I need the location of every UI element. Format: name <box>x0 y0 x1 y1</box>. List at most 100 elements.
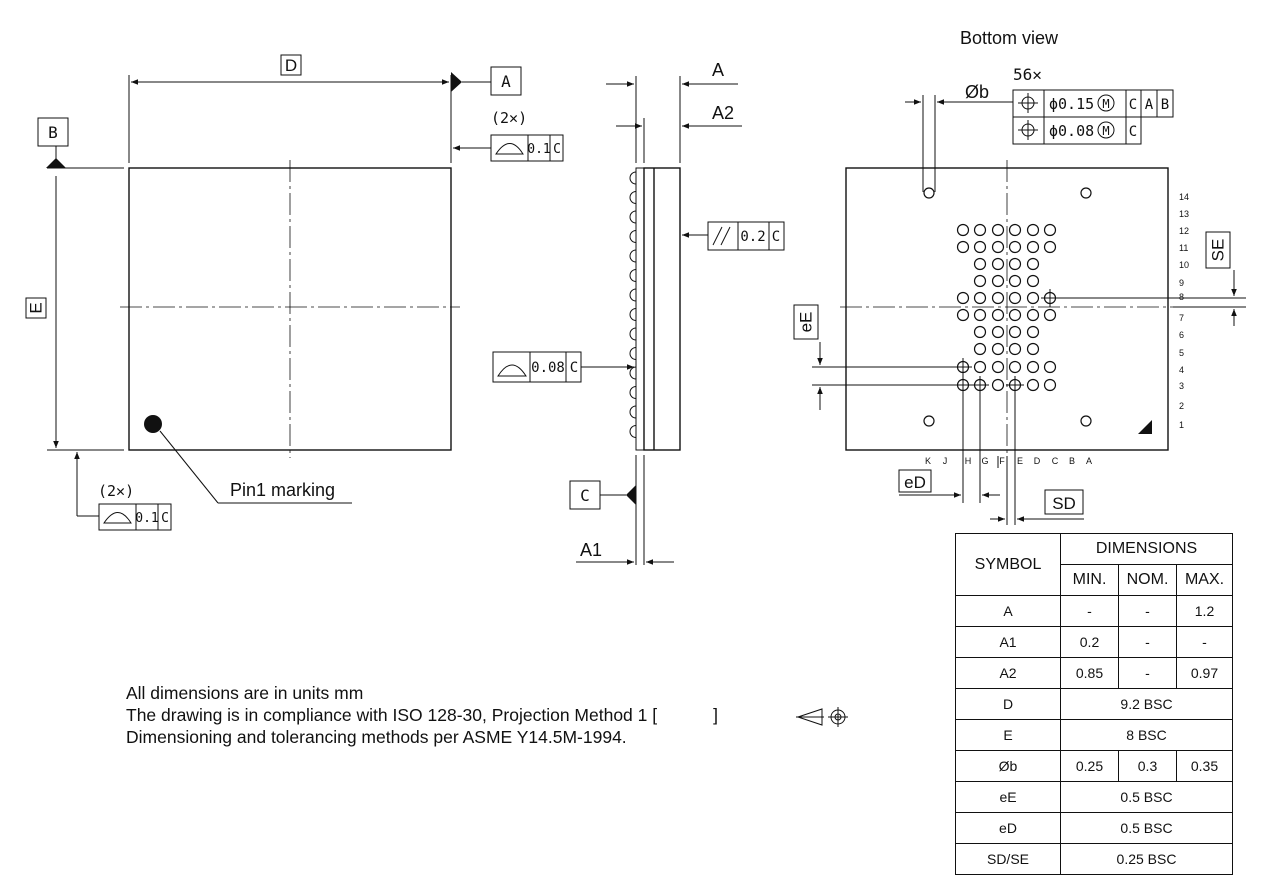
row-label: 1 <box>1179 420 1184 430</box>
ball-pad <box>1026 325 1040 339</box>
ball-dia-label: Øb <box>965 82 989 102</box>
ball-pad <box>973 308 987 322</box>
col-label: B <box>1069 456 1075 466</box>
drawing-notes: All dimensions are in units mm The drawi… <box>126 682 718 748</box>
ball-pad <box>1026 291 1040 305</box>
datum-B: B <box>48 123 58 142</box>
ball-pad <box>991 291 1005 305</box>
mmc-1: M <box>1102 97 1109 111</box>
pos-tol-1-datum-2: A <box>1145 97 1154 113</box>
ball-pad <box>1008 274 1022 288</box>
note-units: All dimensions are in units mm <box>126 683 364 703</box>
datum-A: A <box>501 72 511 91</box>
col-label: C <box>1052 456 1059 466</box>
datum-C: C <box>580 486 590 505</box>
col-label: H <box>965 456 972 466</box>
side-ball <box>629 249 637 263</box>
ball-pad <box>1043 360 1057 374</box>
side-ball <box>629 210 637 224</box>
col-label: K <box>925 456 931 466</box>
cell-span: 8 BSC <box>1060 719 1233 751</box>
cell-min: 0.85 <box>1060 657 1119 689</box>
ball-pad <box>1043 240 1057 254</box>
ball-pad <box>973 342 987 356</box>
ball-pad <box>1008 325 1022 339</box>
cell-span: 0.5 BSC <box>1060 781 1233 813</box>
pos-tol-2: ϕ0.08 <box>1049 122 1094 140</box>
table-row: A--1.2 <box>955 595 1233 627</box>
cell-span: 9.2 BSC <box>1060 688 1233 720</box>
ball-pad <box>1043 378 1057 392</box>
col-label: G <box>981 456 988 466</box>
bottom-view-title: Bottom view <box>960 28 1059 48</box>
ball-pad <box>1008 342 1022 356</box>
row-label: 8 <box>1179 292 1184 302</box>
mmc-2: M <box>1102 124 1109 138</box>
row-label: 9 <box>1179 278 1184 288</box>
ball-pad <box>1026 257 1040 271</box>
cell-symbol: D <box>955 688 1061 720</box>
row-label: 10 <box>1179 260 1189 270</box>
cell-max: - <box>1176 626 1233 658</box>
row-label: 4 <box>1179 365 1184 375</box>
row-label: 6 <box>1179 330 1184 340</box>
col-label: F <box>999 456 1005 466</box>
col-label: E <box>1017 456 1023 466</box>
ball-pad <box>991 240 1005 254</box>
side-ball <box>629 288 637 302</box>
ball-pad <box>1008 291 1022 305</box>
pos-tol-1-datum-1: C <box>1129 97 1137 113</box>
ball-pad <box>956 240 970 254</box>
header-nom: NOM. <box>1118 564 1177 596</box>
ball-pad <box>1008 223 1022 237</box>
ball-pad <box>991 325 1005 339</box>
ball-pad <box>1008 360 1022 374</box>
label-A: A <box>712 60 724 80</box>
ball-pad <box>1026 360 1040 374</box>
ball-pad <box>1026 223 1040 237</box>
flat-count-2: (2✕) <box>98 482 134 500</box>
side-ball <box>629 327 637 341</box>
ball-pad <box>1026 378 1040 392</box>
projection-method-icon <box>796 707 848 727</box>
side-ball <box>629 366 637 380</box>
cell-symbol: SD/SE <box>955 843 1061 875</box>
cell-nom: - <box>1118 657 1177 689</box>
row-label: 3 <box>1179 381 1184 391</box>
cell-symbol: A1 <box>955 626 1061 658</box>
flat-value-2: 0.1 <box>135 511 158 526</box>
col-label: D <box>1034 456 1041 466</box>
ball-pad <box>991 342 1005 356</box>
parallel-value: 0.2 <box>740 229 765 245</box>
ball-pad <box>991 274 1005 288</box>
ball-pad <box>991 257 1005 271</box>
row-label: 5 <box>1179 348 1184 358</box>
cell-symbol: Øb <box>955 750 1061 782</box>
pos-tol-1-datum-3: B <box>1161 97 1169 113</box>
ball-pad <box>973 360 987 374</box>
cell-symbol: eE <box>955 781 1061 813</box>
parallel-datum: C <box>772 229 780 245</box>
flat-value-1: 0.1 <box>527 142 550 157</box>
side-ball <box>629 425 637 438</box>
ball-pad <box>1043 308 1057 322</box>
flat-count-1: (2✕) <box>491 109 527 127</box>
cell-symbol: eD <box>955 812 1061 844</box>
ball-pad <box>1026 308 1040 322</box>
ball-column-side <box>635 167 645 451</box>
cell-symbol: A <box>955 595 1061 627</box>
side-ball <box>629 191 637 204</box>
label-A1: A1 <box>580 540 602 560</box>
row-label: 11 <box>1179 243 1188 253</box>
cell-max: 0.97 <box>1176 657 1233 689</box>
row-label: 14 <box>1179 192 1189 202</box>
ball-pad <box>973 257 987 271</box>
row-label: 12 <box>1179 226 1189 236</box>
ball-pad <box>973 223 987 237</box>
